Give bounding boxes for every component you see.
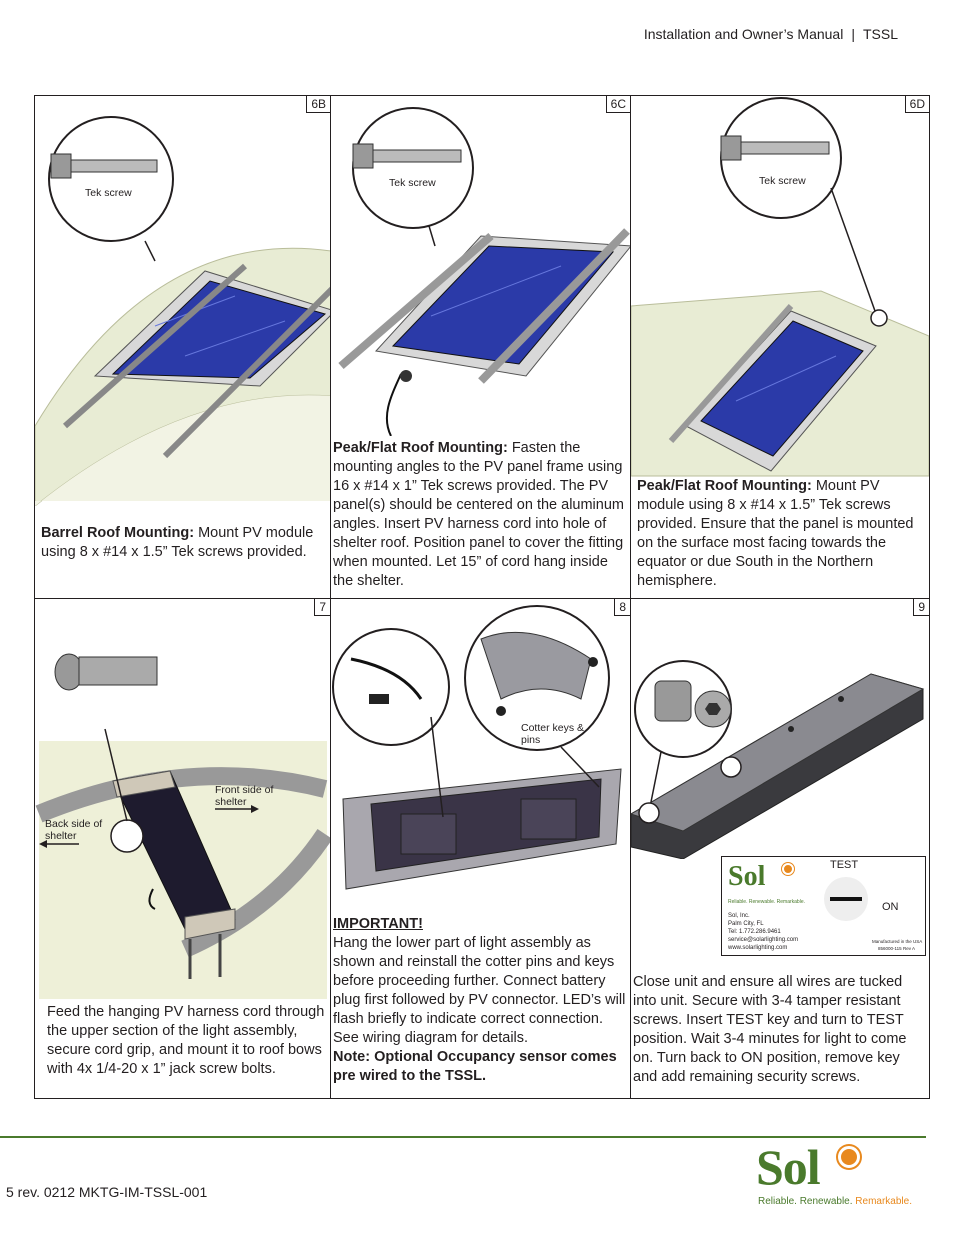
light-assembly-illustration xyxy=(332,605,622,890)
manual-title: Installation and Owner’s Manual xyxy=(643,26,844,42)
caption-heading: Barrel Roof Mounting: xyxy=(41,525,195,541)
label-tagline: Reliable. Renewable. Remarkable. xyxy=(728,899,805,905)
step-number: 6D xyxy=(904,96,929,113)
caption-text: Mount PV module using 8 x #14 x 1.5” Tek… xyxy=(637,478,914,589)
tek-screw-label: Tek screw xyxy=(85,187,132,199)
tek-screw-label: Tek screw xyxy=(759,175,806,187)
back-side-label: Back side of shelter xyxy=(45,818,103,842)
footer-divider xyxy=(0,1136,926,1138)
header-separator: | xyxy=(851,26,855,42)
label-made: Manufactured in the USA xyxy=(872,939,923,944)
caption-heading: Peak/Flat Roof Mounting: xyxy=(637,478,812,494)
model-name: TSSL xyxy=(862,26,898,42)
sun-icon xyxy=(838,1146,860,1168)
label-tel: Tel: 1.772.286.9461 xyxy=(728,929,781,935)
panel-7: 7 Front side of shelter Back side of she… xyxy=(35,599,331,1098)
sol-logo: Sol Reliable. Renewable. Remarkable. xyxy=(756,1138,912,1210)
page-header: Installation and Owner’s Manual | TSSL xyxy=(644,26,898,42)
step-number: 7 xyxy=(314,599,330,616)
caption-text: Mount PV module using 8 x #14 x 1.5” Tek… xyxy=(41,525,314,560)
roof-bow-mounting-illustration xyxy=(35,653,330,999)
caption-heading: Peak/Flat Roof Mounting: xyxy=(333,440,508,456)
step-number: 6C xyxy=(605,96,630,113)
label-part: 856000-115 Rev A xyxy=(878,946,915,951)
closed-unit-illustration xyxy=(631,660,925,859)
panel-6d: 6D Tek screw Peak/Flat Roof Mounting: Mo… xyxy=(631,96,929,599)
step-number: 8 xyxy=(614,599,630,616)
tagline-part-1: Reliable. Renewable. xyxy=(758,1196,853,1207)
label-on: ON xyxy=(882,901,899,913)
barrel-roof-illustration xyxy=(35,116,330,506)
occupancy-note: Note: Optional Occupancy sensor comes pr… xyxy=(333,1049,617,1084)
panel-8: 8 Cotter keys & pins IMPORTANT! Hang the… xyxy=(331,599,631,1098)
cotter-keys-label: Cotter keys & pins xyxy=(521,722,585,746)
logo-tagline: Reliable. Renewable. Remarkable. xyxy=(758,1196,912,1207)
step-caption: Peak/Flat Roof Mounting: Fasten the moun… xyxy=(333,439,627,591)
caption-text: Hang the lower part of light assembly as… xyxy=(333,935,626,1046)
tagline-part-2: Remarkable. xyxy=(855,1196,912,1207)
product-label: Sol Reliable. Renewable. Remarkable. Sol… xyxy=(721,856,926,956)
label-test: TEST xyxy=(830,859,859,871)
flat-roof-mounting-illustration xyxy=(631,97,929,477)
panel-6c: 6C Tek screw Peak/Flat Roof Mounting: Fa… xyxy=(331,96,631,599)
step-caption: IMPORTANT! Hang the lower part of light … xyxy=(333,915,627,1086)
footer-revision: 5 rev. 0212 MKTG-IM-TSSL-001 xyxy=(6,1184,208,1200)
step-number: 6B xyxy=(306,96,330,113)
panel-9: 9 Sol Reliable. Renewable. Remarkable. S… xyxy=(631,599,929,1098)
label-key-switch xyxy=(824,877,868,921)
key-slot-icon xyxy=(830,897,862,901)
step-caption: Feed the hanging PV harness cord through… xyxy=(47,1004,325,1077)
label-sun-icon xyxy=(782,863,794,875)
tek-screw-label: Tek screw xyxy=(389,177,436,189)
panel-6b: 6B Tek screw Barrel Roof Mounting: Mount… xyxy=(35,96,331,599)
label-company: Sol, Inc. xyxy=(728,913,750,919)
step-caption: Barrel Roof Mounting: Mount PV module us… xyxy=(41,524,323,562)
step-caption: Peak/Flat Roof Mounting: Mount PV module… xyxy=(637,477,927,591)
step-caption: Close unit and ensure all wires are tuck… xyxy=(633,974,907,1085)
logo-wordmark: Sol xyxy=(756,1139,821,1195)
label-city: Palm City, FL xyxy=(728,921,764,927)
label-brand: Sol xyxy=(728,861,766,892)
caption-text: Fasten the mounting angles to the PV pan… xyxy=(333,440,624,589)
peak-roof-panel-illustration xyxy=(338,107,630,436)
label-email: service@solarlighting.com xyxy=(728,937,799,943)
instruction-grid: 6B Tek screw Barrel Roof Mounting: Mount… xyxy=(34,95,930,1099)
front-side-label: Front side of shelter xyxy=(215,784,274,808)
step-number: 9 xyxy=(913,599,929,616)
important-heading: IMPORTANT! xyxy=(333,916,423,932)
label-web: www.solarlighting.com xyxy=(728,945,788,951)
